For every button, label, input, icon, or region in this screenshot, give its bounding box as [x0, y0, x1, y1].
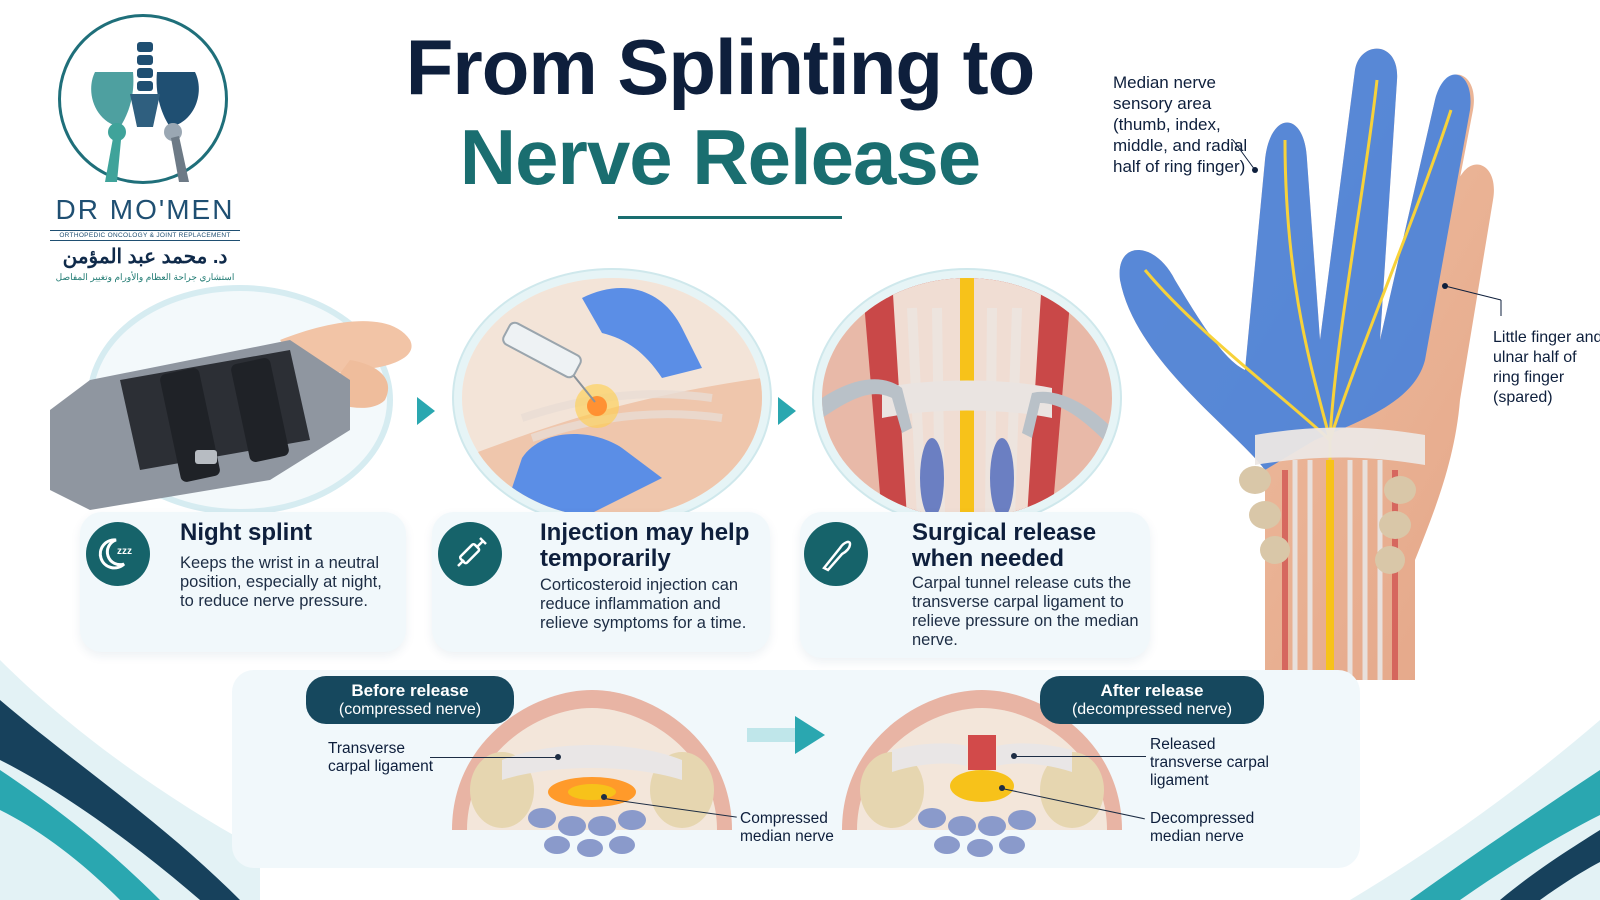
syringe-icon	[438, 522, 502, 586]
title-line-1: From Splinting to	[405, 23, 1036, 111]
card-night-splint: zzz Night splint Keeps the wrist in a ne…	[80, 512, 406, 652]
before-release-subtitle: (compressed nerve)	[338, 701, 482, 718]
before-release-pill: Before release (compressed nerve)	[306, 676, 514, 724]
before-release-cross-section	[452, 690, 732, 857]
card-title-injection: Injection may help temporarily	[540, 519, 750, 572]
background-swoosh-right	[1350, 720, 1600, 900]
logo-brand: DR MO'MEN	[55, 194, 235, 225]
after-nerve-label: Decompressed median nerve	[1150, 810, 1255, 845]
after-ligament-label: Released transverse carpal ligament	[1150, 736, 1269, 789]
after-release-cross-section	[842, 690, 1122, 857]
logo-tagline: ORTHOPEDIC ONCOLOGY & JOINT REPLACEMENT	[50, 230, 240, 241]
little-finger-note: Little finger and ulnar half of ring fin…	[1493, 329, 1600, 406]
logo: DR MO'MEN ORTHOPEDIC ONCOLOGY & JOINT RE…	[40, 14, 250, 282]
card-surgical-release: Surgical release when needed Carpal tunn…	[800, 512, 1150, 658]
svg-text:zzz: zzz	[117, 546, 132, 557]
title-underline	[618, 216, 842, 219]
surgical-release-illustration	[822, 278, 1112, 518]
logo-arabic-name: د. محمد عبد المؤمن	[62, 246, 228, 268]
after-ligament-dot	[1011, 753, 1017, 759]
after-release-subtitle: (decompressed nerve)	[1071, 701, 1233, 718]
night-splint-illustration	[50, 285, 412, 515]
before-ligament-dot	[555, 754, 561, 760]
hand-median-nerve-illustration	[1119, 48, 1502, 681]
injection-illustration	[462, 278, 762, 518]
before-nerve-dot	[601, 794, 607, 800]
logo-ring	[58, 14, 228, 184]
card-body-injection: Corticosteroid injection can reduce infl…	[540, 576, 747, 632]
comparison-arrow	[747, 716, 825, 754]
after-release-title: After release	[1100, 681, 1204, 700]
after-ligament-leader	[1014, 756, 1146, 757]
logo-arabic-subtitle: استشاري جراحة العظام والأورام وتغيير الم…	[55, 272, 235, 282]
after-nerve-dot	[999, 785, 1005, 791]
sleep-moon-icon: zzz	[86, 522, 150, 586]
after-release-pill: After release (decompressed nerve)	[1040, 676, 1264, 724]
before-nerve-label: Compressed median nerve	[740, 810, 834, 845]
before-ligament-label: Transverse carpal ligament	[328, 740, 434, 775]
card-injection: Injection may help temporarily Corticost…	[432, 512, 770, 652]
card-title-surgical-release: Surgical release when needed	[912, 519, 1097, 572]
card-title-night-splint: Night splint	[180, 519, 312, 546]
scalpel-icon	[804, 522, 868, 586]
card-body-surgical-release: Carpal tunnel release cuts the transvers…	[912, 574, 1139, 649]
comparison-panel: Before release (compressed nerve) After …	[232, 670, 1360, 868]
before-release-title: Before release	[351, 681, 469, 700]
background-swoosh-left	[0, 660, 260, 900]
card-body-night-splint: Keeps the wrist in a neutral position, e…	[180, 554, 382, 610]
title-line-2: Nerve Release	[459, 113, 981, 201]
step-arrow-1	[417, 397, 435, 425]
before-ligament-leader	[430, 757, 558, 758]
step-arrow-2	[778, 397, 796, 425]
pelvis-logo-icon	[91, 42, 199, 182]
median-nerve-area-note: Median nerve sensory area (thumb, index,…	[1113, 73, 1248, 176]
